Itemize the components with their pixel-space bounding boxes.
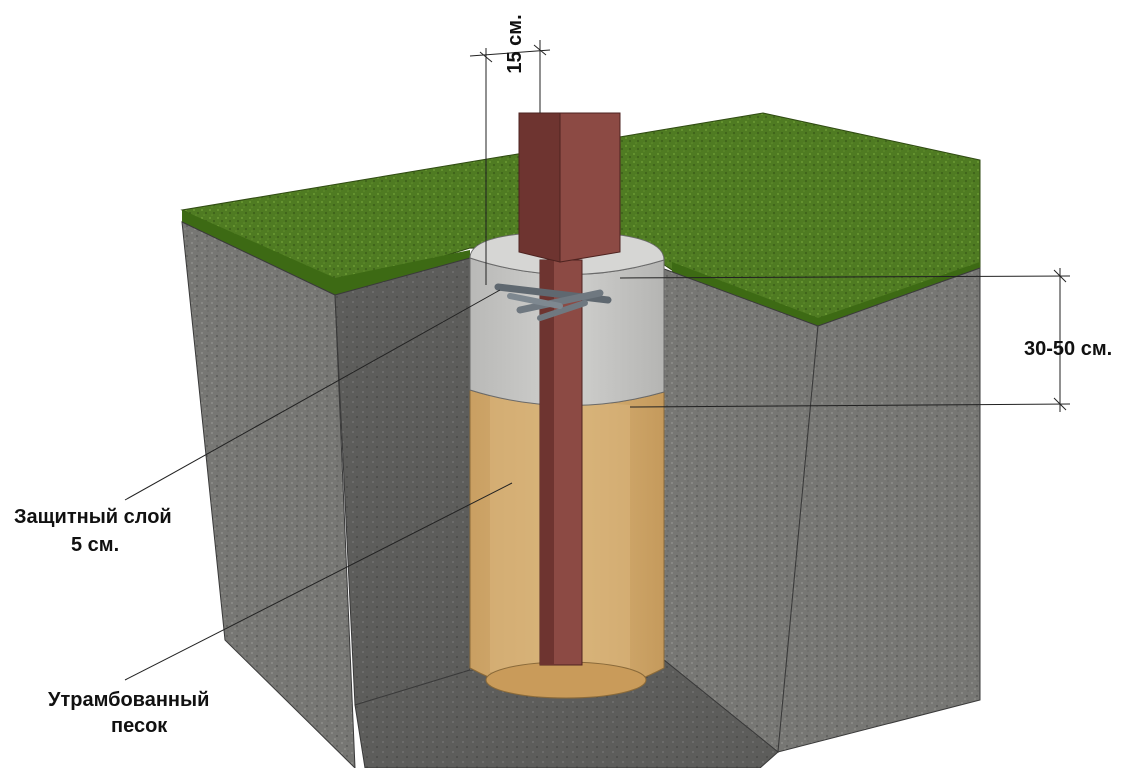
depth-dimension — [619, 268, 1071, 412]
post-side — [518, 112, 561, 263]
sand-label-line2: песок — [111, 715, 168, 737]
pit-floor — [354, 659, 779, 768]
width-label: 15 см. — [504, 14, 526, 74]
soil-right-face — [777, 267, 981, 753]
pit-wall-left — [334, 257, 471, 706]
sand-bottom — [485, 661, 647, 699]
sand-label: Утрамбованный — [48, 689, 210, 711]
protective-layer-thickness-label: 5 см. — [71, 534, 120, 556]
protective-layer-label: Защитный слой — [14, 506, 172, 528]
soil-left-face — [181, 221, 356, 768]
width-dimension — [469, 40, 551, 285]
grass-edge — [182, 210, 470, 296]
post-inner-shadow — [540, 260, 554, 665]
depth-label: 30-50 см. — [1024, 338, 1113, 360]
leader-lines — [124, 289, 513, 681]
post-front — [559, 112, 621, 263]
rebar-rods — [494, 283, 612, 321]
